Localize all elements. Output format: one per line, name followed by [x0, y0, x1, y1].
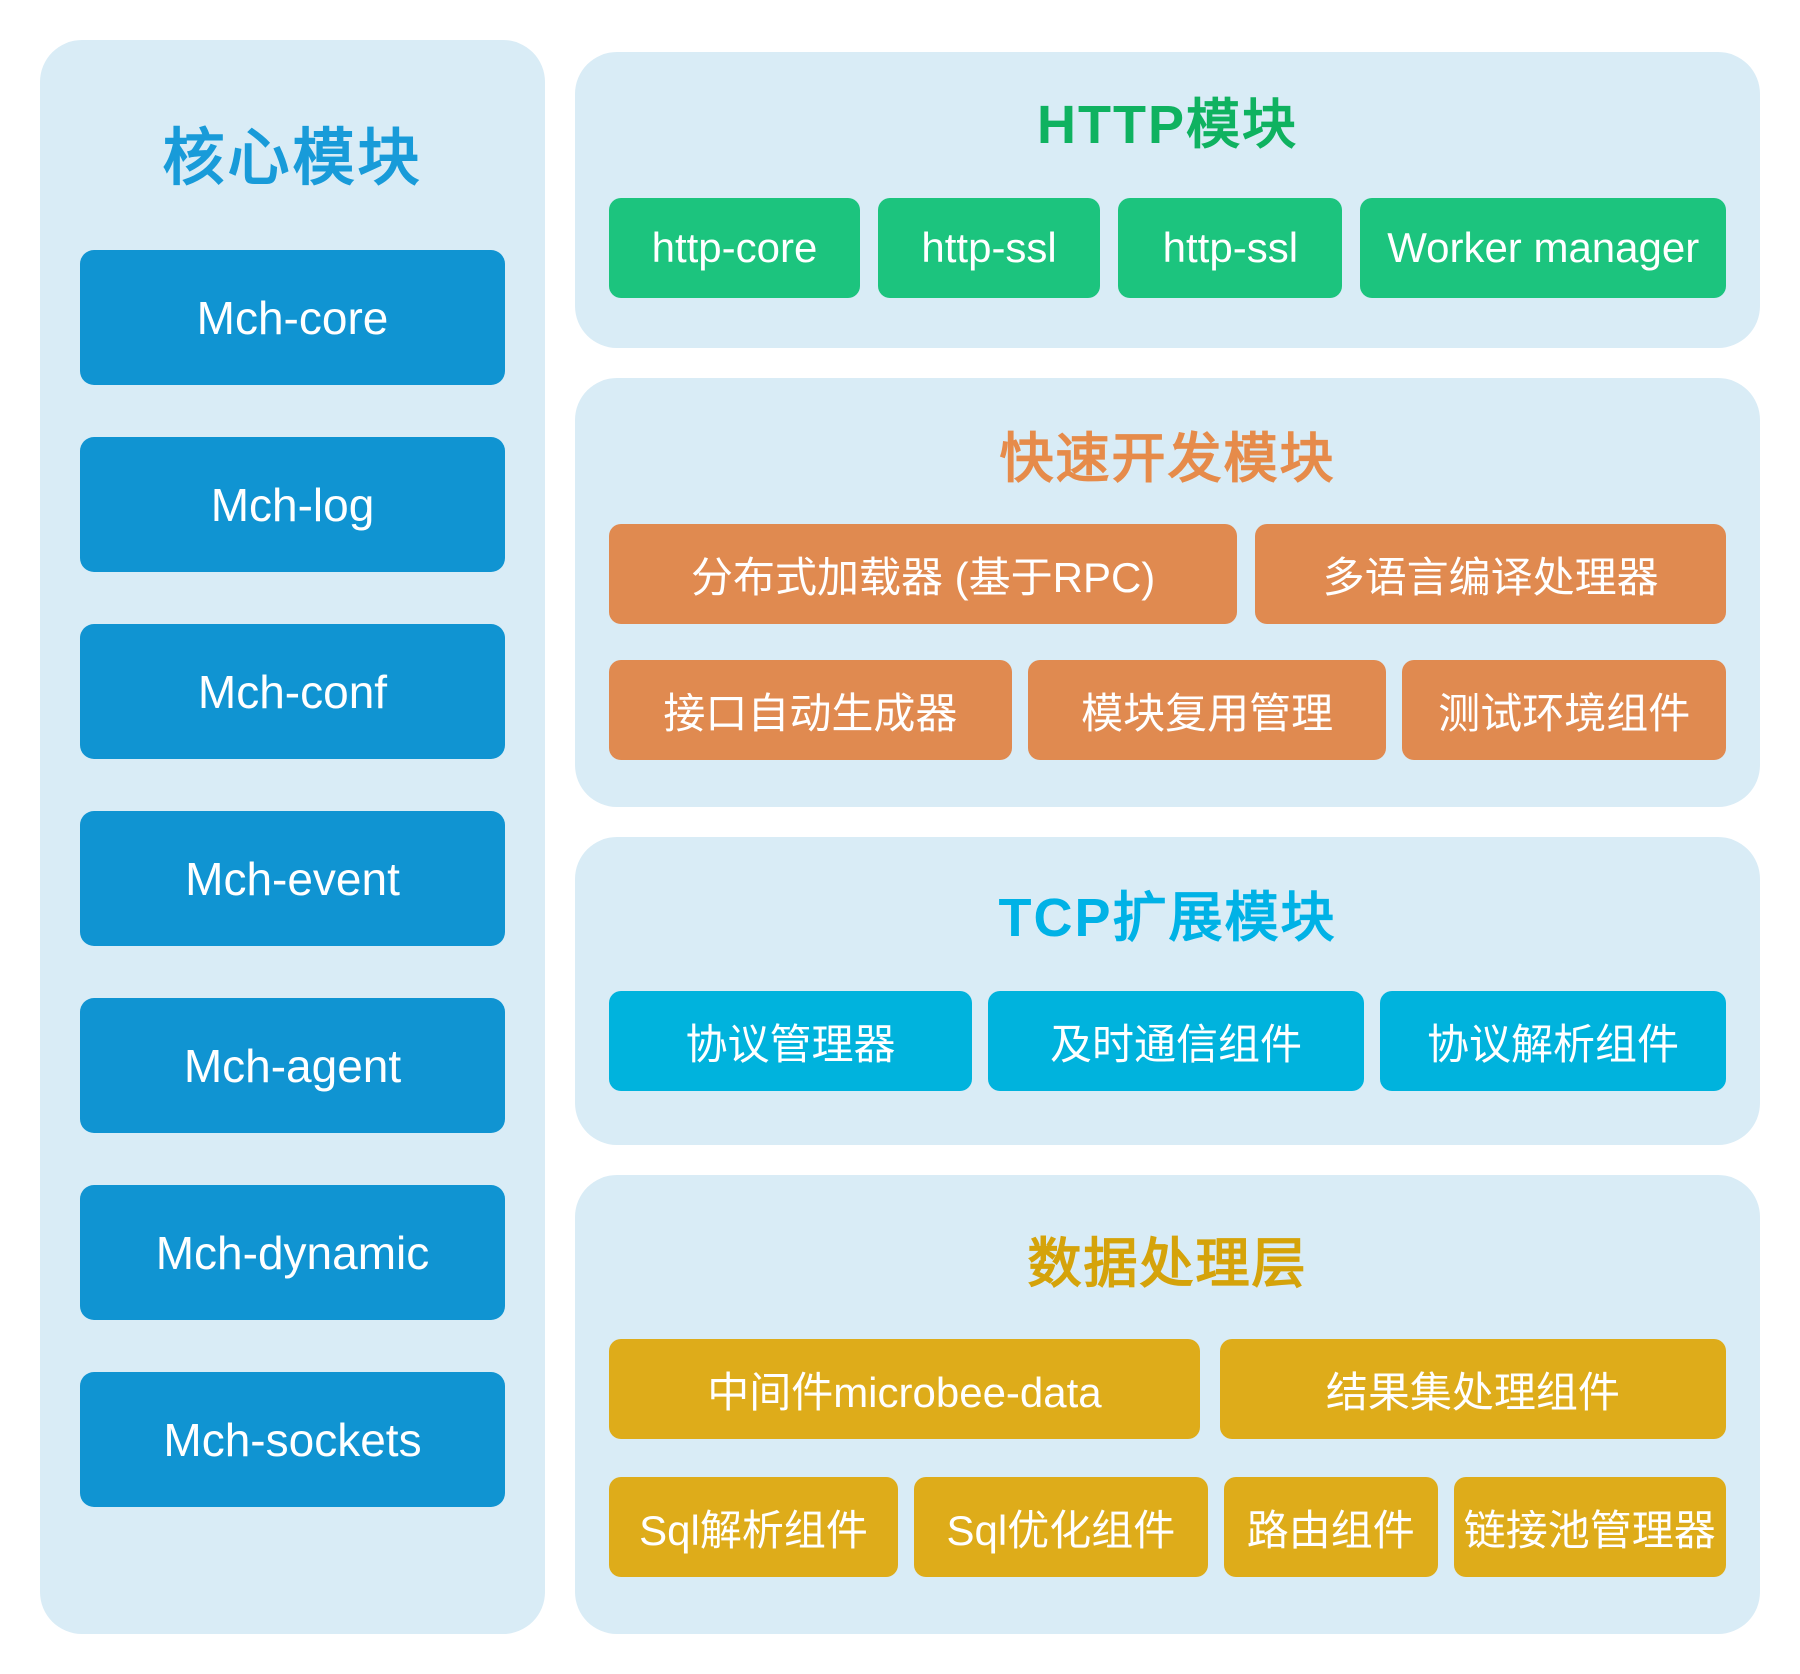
- module-box-sql-optimizer: Sql优化组件: [913, 1477, 1208, 1577]
- module-box-router: 路由组件: [1223, 1477, 1438, 1577]
- module-box-mch-event: Mch-event: [80, 811, 505, 946]
- module-box-protocol-parser: 协议解析组件: [1380, 991, 1726, 1091]
- rapid-dev-row-2: 接口自动生成器 模块复用管理 测试环境组件: [609, 660, 1726, 760]
- module-box-mch-conf: Mch-conf: [80, 624, 505, 759]
- module-box-instant-messaging: 及时通信组件: [988, 991, 1365, 1091]
- http-module-panel: HTTP模块 http-core http-ssl http-ssl Worke…: [575, 52, 1760, 348]
- data-layer-title: 数据处理层: [1027, 1234, 1308, 1294]
- rapid-dev-module-title: 快速开发模块: [999, 429, 1336, 489]
- data-layer-row-2: Sql解析组件 Sql优化组件 路由组件 链接池管理器: [609, 1477, 1726, 1577]
- module-box-distributed-loader: 分布式加载器 (基于RPC): [609, 524, 1238, 624]
- data-layer-row-1: 中间件microbee-data 结果集处理组件: [609, 1339, 1726, 1439]
- module-box-mch-sockets: Mch-sockets: [80, 1372, 505, 1507]
- core-modules-title: 核心模块: [162, 124, 423, 193]
- module-box-http-ssl-2: http-ssl: [1118, 198, 1343, 298]
- module-box-multilang-compiler: 多语言编译处理器: [1255, 524, 1726, 624]
- core-modules-panel: 核心模块 Mch-core Mch-log Mch-conf Mch-event…: [40, 40, 545, 1634]
- module-box-resultset-handler: 结果集处理组件: [1219, 1339, 1726, 1439]
- module-box-mch-core: Mch-core: [80, 250, 505, 385]
- rapid-dev-row-1: 分布式加载器 (基于RPC) 多语言编译处理器: [609, 524, 1726, 624]
- module-box-worker-manager: Worker manager: [1360, 198, 1726, 298]
- http-module-row: http-core http-ssl http-ssl Worker manag…: [609, 198, 1726, 298]
- module-box-protocol-manager: 协议管理器: [609, 991, 972, 1091]
- data-layer-panel: 数据处理层 中间件microbee-data 结果集处理组件 Sql解析组件 S…: [575, 1175, 1760, 1634]
- module-box-http-ssl-1: http-ssl: [877, 198, 1101, 298]
- module-box-mch-log: Mch-log: [80, 437, 505, 572]
- tcp-module-row: 协议管理器 及时通信组件 协议解析组件: [609, 991, 1726, 1091]
- http-module-title: HTTP模块: [1037, 95, 1298, 155]
- module-box-sql-parser: Sql解析组件: [609, 1477, 898, 1577]
- module-box-mch-dynamic: Mch-dynamic: [80, 1185, 505, 1320]
- rapid-dev-module-panel: 快速开发模块 分布式加载器 (基于RPC) 多语言编译处理器 接口自动生成器 模…: [575, 378, 1760, 807]
- tcp-module-panel: TCP扩展模块 协议管理器 及时通信组件 协议解析组件: [575, 837, 1760, 1145]
- tcp-module-title: TCP扩展模块: [998, 888, 1337, 948]
- module-box-http-core: http-core: [609, 198, 860, 298]
- module-box-connection-pool: 链接池管理器: [1453, 1477, 1726, 1577]
- module-box-module-reuse: 模块复用管理: [1027, 660, 1387, 760]
- module-box-api-generator: 接口自动生成器: [609, 660, 1012, 760]
- module-box-mch-agent: Mch-agent: [80, 998, 505, 1133]
- module-box-microbee-data: 中间件microbee-data: [609, 1339, 1200, 1439]
- module-box-test-environment: 测试环境组件: [1402, 660, 1726, 760]
